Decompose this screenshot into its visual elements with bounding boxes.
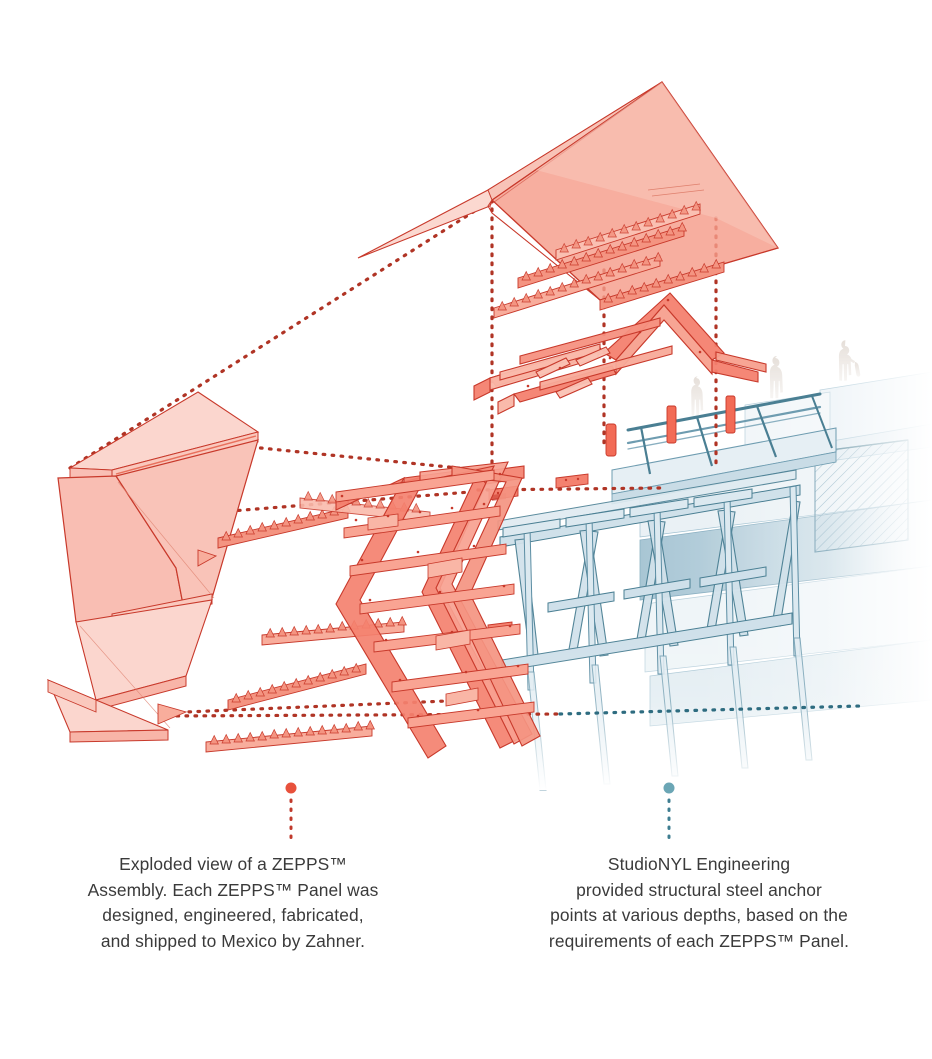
building-parapet-railing bbox=[611, 392, 837, 505]
caption-line: points at various depths, based on the bbox=[550, 905, 848, 926]
caption-studionyl-engineering: StudioNYL Engineering provided structura… bbox=[466, 852, 932, 954]
caption-line: provided structural steel anchor bbox=[576, 879, 822, 900]
studionyl-anchor-marker[interactable] bbox=[663, 782, 675, 847]
caption-zepps-assembly: Exploded view of a ZEPPS™ Assembly. Each… bbox=[0, 852, 466, 954]
zepps-assembly-marker[interactable] bbox=[285, 782, 297, 847]
caption-line: designed, engineered, fabricated, bbox=[102, 905, 364, 926]
main-ladder-frame bbox=[335, 461, 541, 759]
left-accordion-panel bbox=[46, 391, 260, 743]
caption-line: and shipped to Mexico by Zahner. bbox=[100, 930, 366, 951]
frame-edge-plate bbox=[157, 549, 218, 725]
caption-line: Exploded view of a ZEPPS™ bbox=[119, 854, 347, 874]
gable-truss-frame bbox=[473, 292, 767, 415]
steel-anchor-framework bbox=[480, 469, 932, 791]
caption-line: requirements of each ZEPPS™ Panel. bbox=[548, 930, 850, 951]
people-silhouettes bbox=[691, 340, 861, 416]
caption-line: StudioNYL Engineering bbox=[607, 854, 791, 874]
caption-line: Assembly. Each ZEPPS™ Panel was bbox=[87, 879, 379, 900]
upper-serrated-rails bbox=[493, 201, 725, 319]
caption-row: Exploded view of a ZEPPS™ Assembly. Each… bbox=[0, 852, 932, 954]
